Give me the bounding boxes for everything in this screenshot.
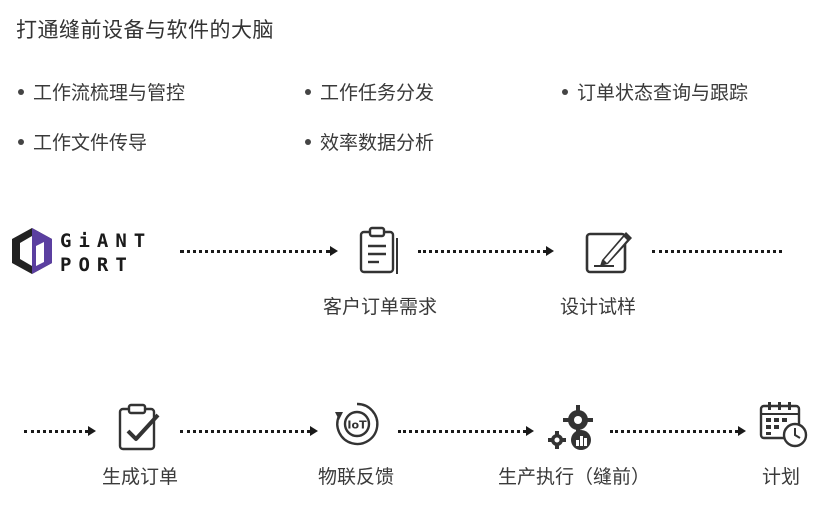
giant-port-logo: GiANT PORT bbox=[12, 226, 172, 278]
bullet-dot bbox=[18, 88, 24, 95]
bullet-dot bbox=[305, 88, 311, 95]
bullet-dot bbox=[562, 88, 568, 95]
logo-mark-icon bbox=[12, 228, 52, 274]
iot-cycle-icon: IoT bbox=[335, 402, 379, 446]
feature-label: 工作文件传导 bbox=[33, 132, 148, 154]
bullet-dot bbox=[18, 138, 24, 145]
step-label: 客户订单需求 bbox=[322, 296, 438, 318]
flow-connector bbox=[652, 245, 782, 257]
gears-chart-icon bbox=[548, 405, 593, 450]
step-label: 设计试样 bbox=[559, 296, 637, 318]
feature-label: 工作任务分发 bbox=[320, 82, 435, 104]
iot-badge-text: IoT bbox=[347, 419, 367, 432]
feature-label: 订单状态查询与跟踪 bbox=[577, 82, 749, 104]
feature-item: 工作文件传导 bbox=[18, 128, 147, 155]
logo-text-line2: PORT bbox=[60, 254, 134, 276]
clipboard-check-icon bbox=[118, 403, 160, 451]
flow-arrow bbox=[180, 245, 338, 257]
flow-arrow bbox=[398, 425, 534, 437]
feature-label: 工作流梳理与管控 bbox=[33, 82, 186, 104]
flow-arrow bbox=[24, 425, 96, 437]
feature-label: 效率数据分析 bbox=[320, 132, 435, 154]
feature-item: 效率数据分析 bbox=[305, 128, 434, 155]
calendar-clock-icon bbox=[759, 402, 808, 448]
edit-pencil-icon bbox=[585, 232, 632, 274]
logo-text-line1: GiANT bbox=[60, 230, 153, 252]
feature-item: 订单状态查询与跟踪 bbox=[562, 78, 748, 105]
page-title: 打通缝前设备与软件的大脑 bbox=[16, 18, 274, 42]
flow-arrow bbox=[418, 245, 554, 257]
bullet-dot bbox=[305, 138, 311, 145]
feature-item: 工作任务分发 bbox=[305, 78, 434, 105]
step-label: 计划 bbox=[761, 466, 801, 488]
step-label: 生产执行（缝前） bbox=[497, 466, 651, 488]
feature-item: 工作流梳理与管控 bbox=[18, 78, 185, 105]
step-label: 生成订单 bbox=[101, 466, 179, 488]
flow-arrow bbox=[180, 425, 318, 437]
clipboard-document-icon bbox=[359, 226, 398, 274]
step-label: 物联反馈 bbox=[317, 466, 395, 488]
flow-arrow bbox=[610, 425, 746, 437]
